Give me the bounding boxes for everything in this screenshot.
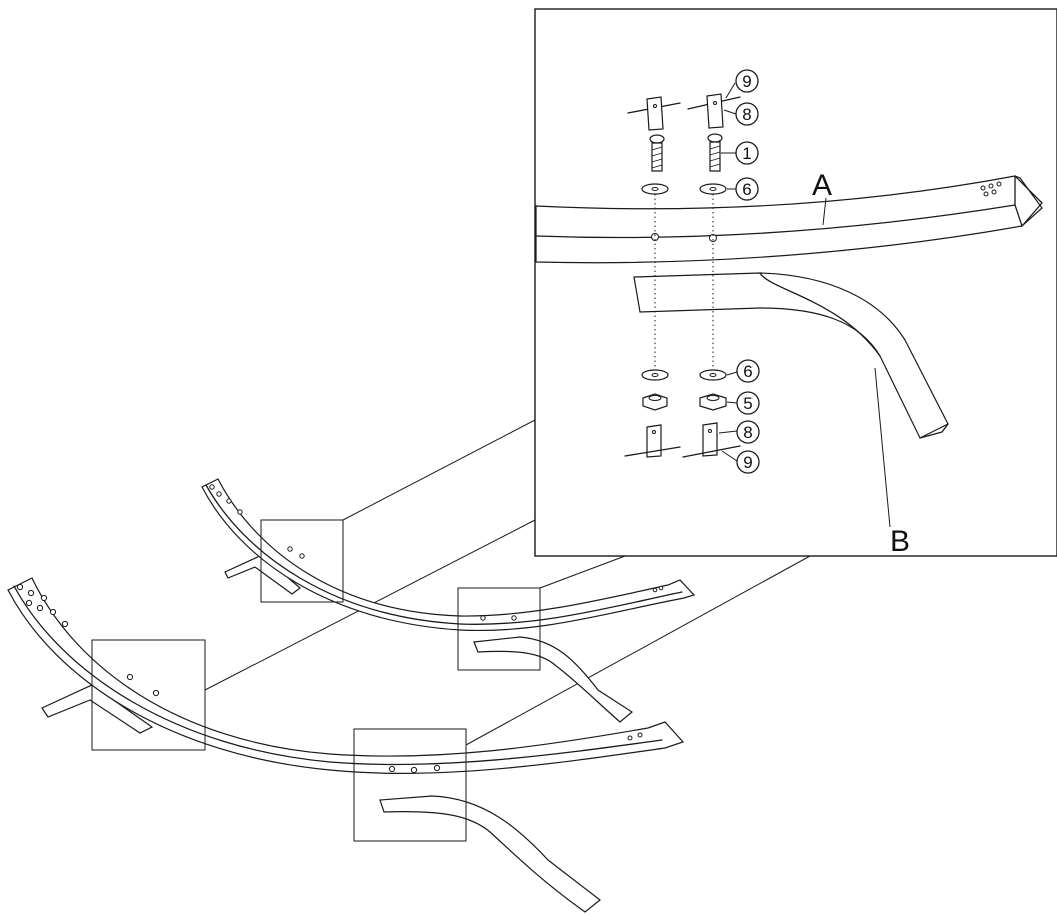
bottom-hardware-right [682, 369, 741, 458]
box-lower-left [91, 639, 206, 751]
callout-label: 8 [742, 105, 751, 124]
callout-label: 8 [743, 423, 752, 442]
cap-left-bottom-icon [646, 424, 662, 458]
nut-right-icon [699, 393, 727, 411]
upper-rocker-assembly [201, 478, 696, 723]
nut-left-icon [642, 393, 668, 411]
part-label-a: A [812, 169, 832, 202]
callout-label: 5 [743, 394, 752, 413]
bolt-right-icon [709, 141, 721, 172]
callout-9-bottom: 9 [736, 450, 760, 474]
box-lower-right [353, 728, 467, 842]
callouts: 9 8 1 6 6 5 8 [735, 69, 760, 474]
callout-8-bottom: 8 [736, 420, 760, 444]
box-upper-left [260, 519, 344, 603]
callout-label: 6 [743, 362, 752, 381]
callout-label: 9 [742, 72, 751, 91]
detail-leader-lines [204, 419, 811, 746]
box-upper-right [457, 587, 541, 671]
upper-leg-right [473, 636, 634, 723]
part-label-b: B [890, 525, 910, 558]
upper-rail-holes [209, 484, 664, 621]
lower-rail-holes [16, 583, 643, 774]
lower-rocker-assembly [7, 577, 685, 913]
callout-label: 1 [742, 144, 751, 163]
callout-9-top: 9 [735, 69, 759, 93]
top-hardware-right [687, 93, 741, 195]
cap-right-top-icon [706, 93, 724, 129]
cap-left-top-icon [646, 96, 664, 131]
callout-6-top: 6 [735, 177, 759, 201]
callout-1: 1 [735, 141, 759, 165]
callout-leaders [718, 82, 891, 528]
lower-leg-right [379, 795, 601, 913]
upper-rail [201, 478, 696, 632]
detail-rail-a [535, 175, 1043, 264]
callout-6-bottom: 6 [736, 359, 760, 383]
magnifier-boxes [91, 519, 541, 842]
callout-8-top: 8 [735, 102, 759, 126]
callout-label: 9 [743, 453, 752, 472]
detail-view: 9 8 1 6 6 5 8 [534, 8, 1057, 558]
cap-right-bottom-icon [702, 422, 718, 457]
bottom-hardware-left [624, 369, 681, 458]
top-hardware-left [627, 96, 681, 195]
callout-5: 5 [736, 391, 760, 415]
callout-label: 6 [742, 180, 751, 199]
